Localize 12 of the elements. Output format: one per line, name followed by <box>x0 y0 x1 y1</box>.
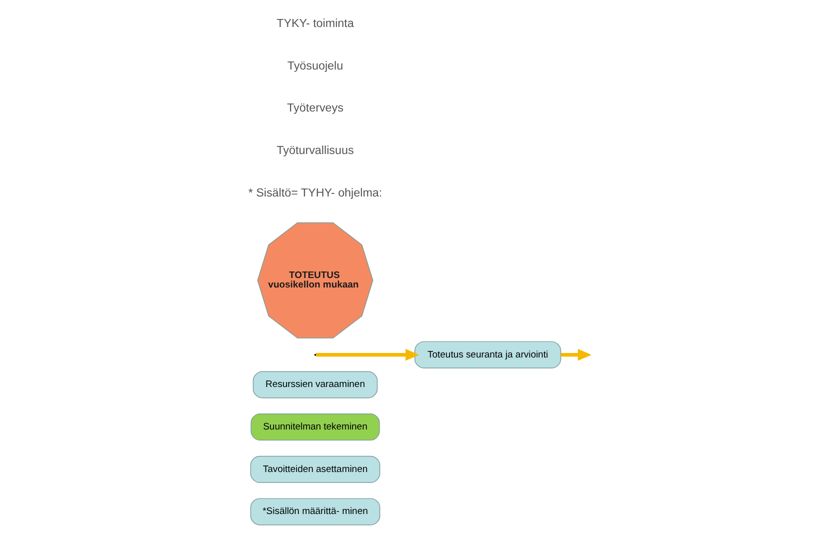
label: Työterveys <box>287 102 344 115</box>
arrow <box>560 348 591 361</box>
label: Työturvallisuus <box>276 144 354 158</box>
label: TYKY- toiminta <box>276 17 354 30</box>
node-box: Tavoitteiden asettaminen <box>250 456 380 483</box>
label: Työsuojelu <box>287 59 344 72</box>
node-box: Toteutus seuranta ja arviointi <box>414 341 562 368</box>
label: * Sisältö= TYHY- ohjelma: <box>248 186 382 200</box>
node-box: Suunnitelman tekeminen <box>250 414 380 441</box>
node-box: *Sisällön määrittä- minen <box>250 498 380 526</box>
node-box: Resurssien varaaminen <box>252 371 378 398</box>
arrow <box>316 348 420 361</box>
